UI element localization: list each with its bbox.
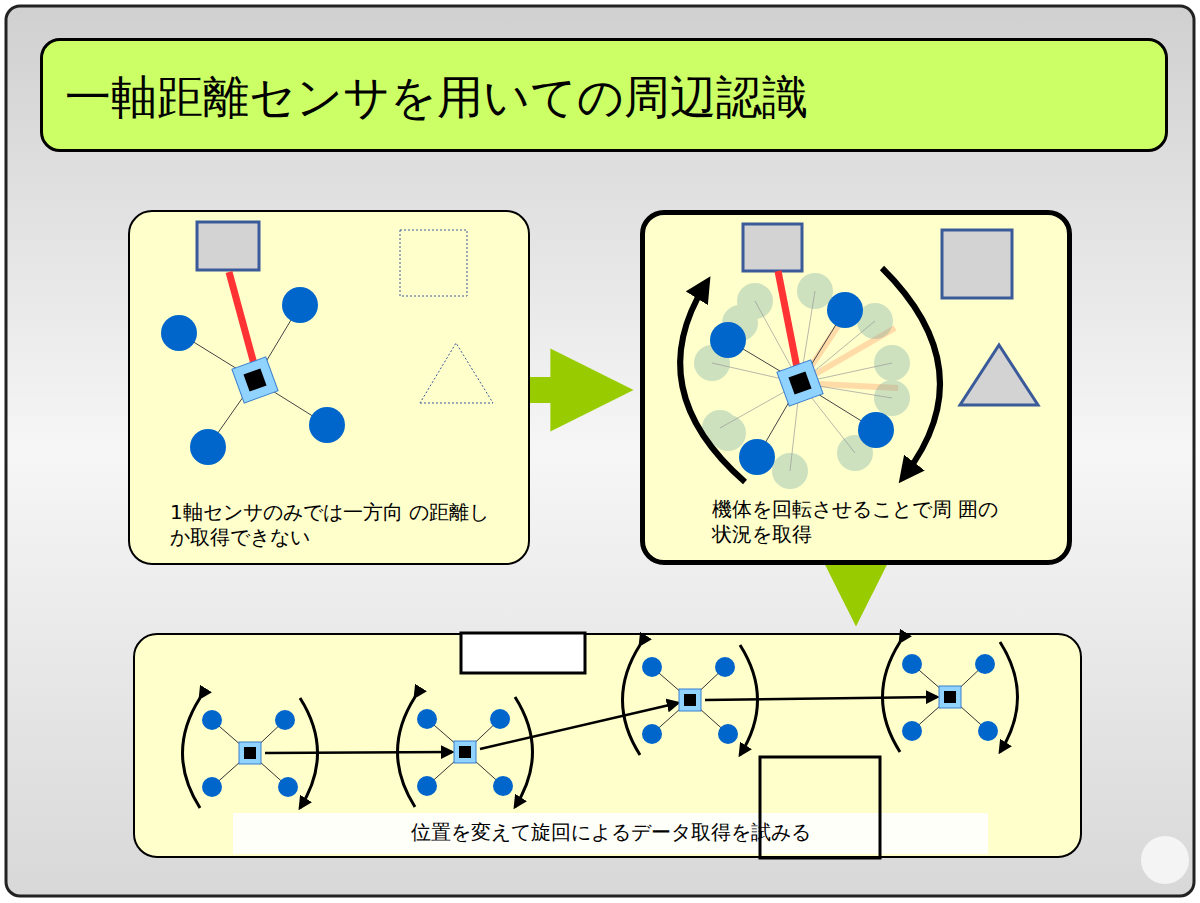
- panel-box: 位置を変えて旋回によるデータ取得を試みる: [133, 633, 1082, 858]
- panel-box: 1軸センサのみでは一方向 の距離しか取得できない: [128, 210, 530, 565]
- block-arrow: [530, 377, 592, 403]
- page-frame: [6, 6, 1194, 896]
- panel-box: 機体を回転させることで周 囲の状況を取得: [640, 210, 1072, 565]
- block-arrow: [843, 565, 869, 585]
- panel-caption: 位置を変えて旋回によるデータ取得を試みる: [233, 813, 988, 854]
- panel-caption: 機体を回転させることで周 囲の状況を取得: [712, 497, 1012, 547]
- panel-caption: 1軸センサのみでは一方向 の距離しか取得できない: [170, 500, 490, 550]
- title-text: 一軸距離センサを用いての周辺認識: [65, 67, 808, 129]
- corner-glow: [1141, 836, 1189, 884]
- title-banner: 一軸距離センサを用いての周辺認識: [40, 38, 1168, 152]
